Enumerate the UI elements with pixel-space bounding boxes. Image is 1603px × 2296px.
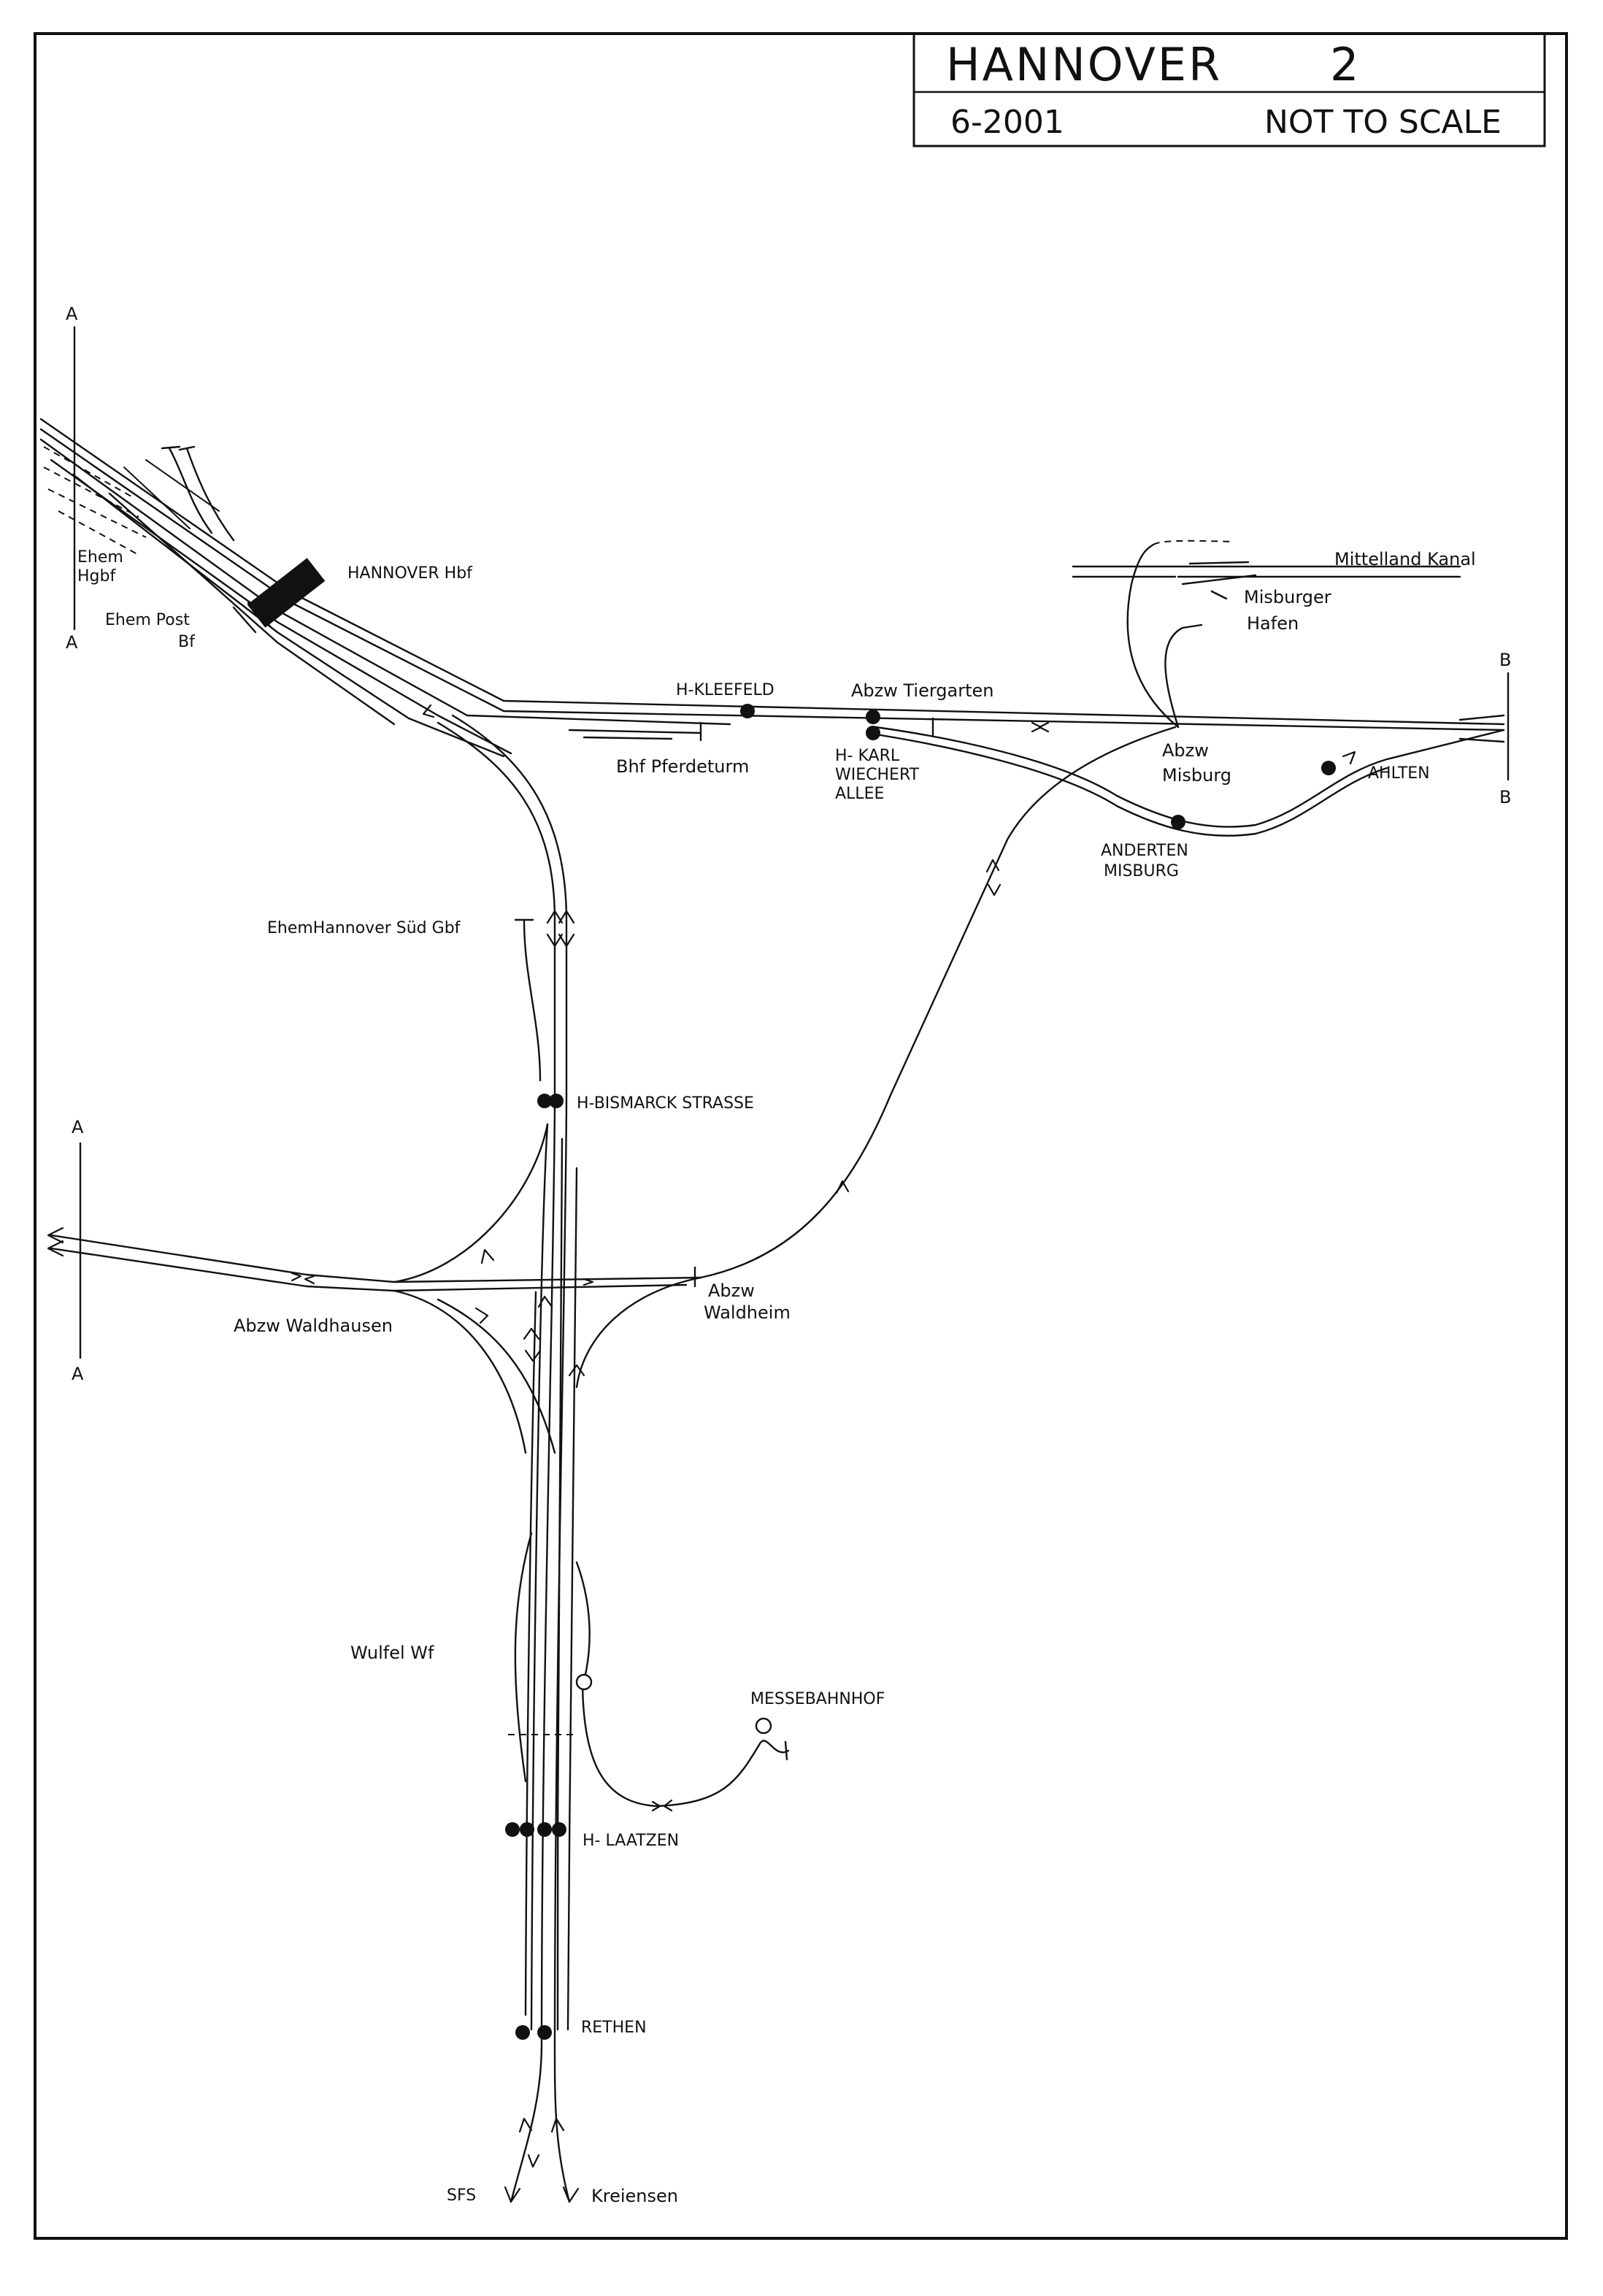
- west-line: [50, 726, 1177, 1454]
- label-abzw-misburg: Misburg: [1162, 765, 1231, 786]
- label-ahlten: AHLTEN: [1368, 764, 1430, 783]
- label-ehem-hgbf: Ehem: [77, 548, 123, 567]
- pferdeturm-sidings: [568, 721, 702, 742]
- label-bhf-pferdeturm: Bhf Pferdeturm: [616, 756, 749, 777]
- title-block: HANNOVER 2 6-2001 NOT TO SCALE: [912, 32, 1546, 147]
- label-sfs: SFS: [447, 2186, 476, 2205]
- label-messebahnhof: MESSEBAHNHOF: [750, 1690, 885, 1708]
- label-abzw-misburg: Abzw: [1162, 740, 1209, 761]
- label-kreiensen: Kreiensen: [591, 2186, 678, 2206]
- label-misburger-hafen: Hafen: [1247, 613, 1299, 634]
- station-dot: [515, 2025, 530, 2040]
- section-label: B: [1499, 787, 1511, 807]
- section-label: A: [72, 1117, 84, 1137]
- labels: Ehem Hgbf Ehem Post Bf HANNOVER Hbf Mitt…: [77, 548, 1476, 2206]
- direction-arrows: [47, 704, 1356, 2203]
- hbf-main-tracks: [39, 418, 1505, 758]
- sheet-number: 2: [1330, 38, 1361, 91]
- station-dot: [549, 1094, 564, 1108]
- section-label: A: [66, 632, 78, 653]
- station-dot: [537, 1094, 552, 1108]
- station-dot: [552, 1822, 566, 1837]
- station-dot: [866, 726, 880, 740]
- section-label: A: [66, 304, 78, 324]
- label-h-kleefeld: H-KLEEFELD: [676, 681, 774, 699]
- label-hannover-hbf: HANNOVER Hbf: [347, 564, 473, 583]
- station-dot: [505, 1822, 520, 1837]
- station-dot: [1321, 761, 1336, 775]
- label-h-bismarck-strasse: H-BISMARCK STRASSE: [577, 1094, 754, 1113]
- ehem-sued-gbf-branch: [514, 918, 542, 1082]
- wulfel-loop: [508, 1532, 591, 1783]
- station-dot: [866, 710, 880, 724]
- section-marker-a-mid: A A: [72, 1117, 84, 1384]
- label-h-karl-wiechert-allee: WIECHERT: [835, 766, 920, 784]
- label-ehem-post-bf: Ehem Post: [105, 611, 190, 629]
- label-ehem-post-bf: Bf: [178, 633, 196, 651]
- station-markers: [505, 704, 1336, 2040]
- south-trunk: [437, 714, 578, 2203]
- station-dot: [520, 1822, 534, 1837]
- station-dot-open: [755, 1717, 772, 1735]
- station-dot: [537, 2025, 552, 2040]
- label-mittelland-kanal: Mittelland Kanal: [1334, 549, 1476, 569]
- label-anderten-misburg: ANDERTEN: [1101, 842, 1188, 860]
- ehem-hgbf-sidings: [43, 446, 147, 556]
- messebahnhof-branch: [581, 1678, 790, 1808]
- station-dot-open: [575, 1673, 593, 1691]
- section-label: A: [72, 1364, 84, 1384]
- title-text: HANNOVER: [946, 38, 1222, 91]
- section-marker-a-top: A A: [66, 304, 78, 653]
- section-marker-b: B B: [1499, 650, 1511, 807]
- station-dot: [740, 704, 755, 718]
- label-abzw-tiergarten: Abzw Tiergarten: [851, 680, 994, 701]
- label-h-karl-wiechert-allee: H- KARL: [835, 747, 900, 765]
- label-ehem-hannover-sued-gbf: EhemHannover Süd Gbf: [267, 919, 461, 937]
- scale-note: NOT TO SCALE: [1264, 104, 1502, 141]
- sheet-frame: [34, 32, 1568, 2240]
- label-h-karl-wiechert-allee: ALLEE: [835, 785, 884, 803]
- misburger-hafen-branch: [1072, 540, 1461, 729]
- section-label: B: [1499, 650, 1511, 670]
- hannover-hbf-station-block: [247, 558, 326, 628]
- label-abzw-waldhausen: Abzw Waldhausen: [234, 1316, 393, 1336]
- label-ehem-hgbf: Hgbf: [77, 567, 116, 585]
- label-misburger-hafen: Misburger: [1244, 587, 1331, 607]
- label-rethen: RETHEN: [581, 2019, 647, 2037]
- date-text: 6-2001: [950, 104, 1064, 141]
- label-wulfel-wf: Wulfel Wf: [350, 1643, 434, 1663]
- station-dot: [537, 1822, 552, 1837]
- label-abzw-waldheim: Abzw: [708, 1281, 755, 1301]
- east-line: [874, 714, 1505, 837]
- station-dot: [1171, 815, 1185, 829]
- label-anderten-misburg: MISBURG: [1104, 862, 1179, 880]
- label-h-laatzen: H- LAATZEN: [583, 1832, 679, 1850]
- label-abzw-waldheim: Waldheim: [704, 1302, 791, 1323]
